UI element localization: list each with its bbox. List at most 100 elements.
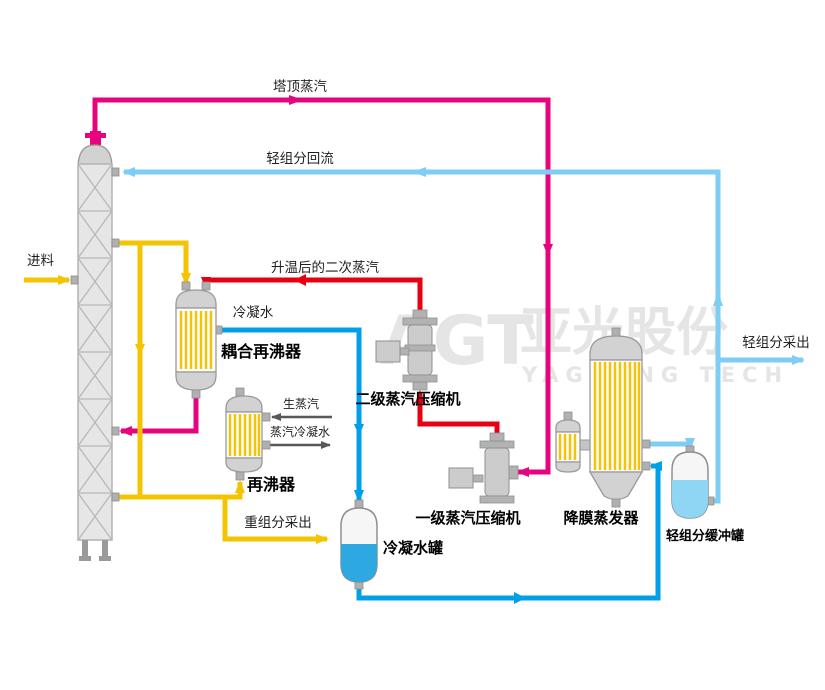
secondary-compressor-nozzle — [412, 309, 428, 319]
primary-compressor-nozzle — [489, 432, 505, 442]
distributor-top-head — [555, 419, 581, 433]
flow-arrows — [135, 95, 723, 604]
flow-arrow-icon — [354, 424, 364, 436]
coupled-reboiler — [175, 281, 223, 399]
column-foot — [79, 556, 91, 561]
label-primary-compressor: 一级蒸汽压缩机 — [415, 509, 520, 527]
watermark-en-text: YAGUANG TECH — [521, 363, 789, 387]
coupled-reboiler-nozzle — [215, 325, 223, 335]
reboiler-tubes — [228, 414, 261, 456]
primary-compressor-body — [484, 447, 510, 497]
condensate-tank-nozzle — [354, 581, 364, 590]
coupled-reboiler-nozzle — [201, 281, 211, 291]
labels: 塔顶蒸汽 轻组分回流 进料 升温后的二次蒸汽 冷凝水 耦合再沸器 生蒸汽 蒸汽冷… — [27, 79, 810, 557]
flow-arrow-icon — [514, 592, 526, 604]
label-light-product: 轻组分采出 — [742, 335, 810, 351]
distillation-column — [70, 131, 120, 561]
column-nozzle — [111, 167, 120, 177]
column-nozzle — [111, 238, 120, 248]
primary-steam-compressor — [448, 432, 519, 504]
pipe-column-to-reboiler — [113, 480, 245, 500]
secondary-compressor-flange — [402, 374, 438, 383]
buffer-tank-nozzle — [685, 445, 695, 453]
secondary-compressor-flange — [402, 317, 438, 326]
evaporator-nozzle — [641, 439, 651, 449]
watermark-logo-text: AGT — [380, 302, 534, 381]
condensate-tank-liquid — [341, 544, 377, 582]
label-light-buffer-tank: 轻组分缓冲罐 — [666, 528, 744, 544]
label-light-reflux: 轻组分回流 — [266, 151, 334, 167]
reboiler-nozzle — [261, 412, 271, 422]
primary-compressor-inlet — [508, 465, 519, 480]
column-bracing — [77, 163, 113, 541]
reboiler-nozzle — [261, 440, 271, 450]
coupled-reboiler-top-head — [175, 289, 217, 309]
label-heated-secondary-steam: 升温后的二次蒸汽 — [271, 260, 379, 276]
watermark-logo: AGT 亚光股份 YAGUANG TECH — [380, 302, 789, 387]
pipe-evaporator-to-buffer — [650, 438, 695, 451]
distributor-nozzle — [563, 411, 573, 421]
column-legs — [82, 540, 108, 557]
secondary-compressor-ring — [404, 344, 436, 352]
steam-distributor-vessel — [555, 411, 591, 473]
condensate-tank-nozzle — [354, 499, 364, 509]
label-falling-film-evaporator: 降膜蒸发器 — [563, 509, 639, 527]
reboiler — [225, 387, 271, 481]
primary-compressor-motor — [448, 467, 474, 489]
pipe-condensate-water — [222, 327, 364, 503]
reboiler-top-head — [225, 395, 263, 413]
buffer-tank-nozzle — [707, 496, 715, 506]
flow-arrow-icon — [543, 244, 553, 256]
label-feed: 进料 — [27, 253, 54, 269]
pipe-interstage-steam — [415, 390, 500, 433]
secondary-steam-compressor — [375, 309, 438, 391]
label-steam-condensate: 蒸汽冷凝水 — [270, 424, 330, 439]
coupled-reboiler-tubes — [179, 311, 213, 369]
label-raw-steam: 生蒸汽 — [283, 396, 319, 411]
flow-arrow-icon — [412, 167, 426, 177]
pipe-heavy-product — [222, 497, 329, 544]
condensate-tank — [340, 499, 378, 590]
pipe-condensate-to-evaporator — [356, 461, 662, 601]
evaporator-bottom-cone — [588, 471, 644, 501]
falling-film-evaporator — [588, 327, 651, 508]
secondary-compressor-nozzle — [412, 381, 428, 391]
flow-arrow-icon — [289, 95, 303, 105]
column-nozzle — [111, 426, 120, 436]
reboiler-nozzle — [235, 471, 245, 481]
primary-compressor-flange — [479, 495, 515, 504]
label-coupled-reboiler: 耦合再沸器 — [221, 342, 302, 361]
label-condensate-water: 冷凝水 — [233, 305, 274, 321]
coupled-reboiler-nozzle — [181, 281, 191, 291]
label-reboiler: 再沸器 — [247, 475, 296, 494]
column-dome — [77, 144, 113, 169]
reboiler-nozzle — [235, 387, 245, 397]
flow-arrow-icon — [713, 292, 723, 306]
evaporator-nozzle — [611, 498, 621, 508]
evaporator-tubes — [593, 362, 641, 470]
evaporator-top-head — [589, 335, 643, 361]
label-top-steam: 塔顶蒸汽 — [273, 79, 327, 95]
distributor-tubes — [558, 434, 577, 460]
column-top-valve-bar — [85, 133, 106, 138]
evaporator-nozzle — [611, 327, 621, 337]
primary-compressor-flange — [479, 440, 515, 449]
reboiler-bottom-head — [225, 457, 263, 473]
secondary-compressor-motor — [375, 340, 401, 363]
light-buffer-tank — [671, 445, 715, 519]
pipe-column-to-coupled-reboiler — [113, 240, 191, 286]
column-nozzle — [70, 275, 79, 285]
evaporator-nozzle — [641, 461, 651, 471]
label-heavy-product: 重组分采出 — [244, 515, 312, 531]
flow-arrow-icon — [135, 344, 145, 356]
distributor-bottom-head — [555, 461, 581, 473]
flow-arrow-icon — [294, 274, 306, 286]
pipe-top-steam — [92, 97, 551, 477]
coupled-reboiler-bottom-head — [175, 371, 217, 391]
column-foot — [99, 556, 111, 561]
buffer-tank-liquid — [672, 480, 708, 518]
label-condensate-tank: 冷凝水罐 — [383, 539, 443, 557]
distributor-connector — [579, 439, 591, 451]
